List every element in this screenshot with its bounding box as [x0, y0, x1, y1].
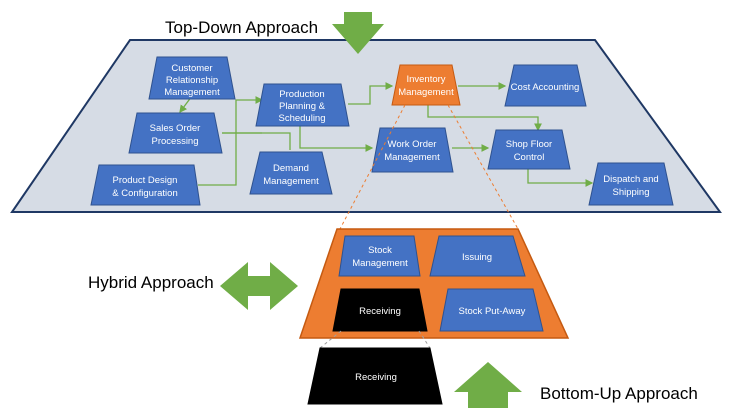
node-work-order-line-1: Work Order	[388, 139, 437, 150]
connector-product-planning	[198, 96, 264, 186]
node-production-planning-line-1: Production	[279, 89, 324, 100]
detail-node-stock-put-away-line-1: Stock Put-Away	[459, 306, 526, 317]
connector-planning-inventory	[348, 82, 394, 105]
node-product-design[interactable]: Product Design & Configuration	[90, 164, 201, 206]
detail-node-stock-put-away[interactable]: Stock Put-Away	[439, 288, 544, 332]
detail-node-stock-management-line-2: Management	[352, 258, 408, 269]
node-product-design-line-1: Product Design	[113, 175, 178, 186]
connector-inventory-shopfloor	[427, 104, 542, 132]
node-work-order[interactable]: Work Order Management	[371, 127, 454, 173]
node-work-order-line-2: Management	[384, 152, 440, 163]
connectors	[179, 82, 594, 187]
node-shop-floor[interactable]: Shop Floor Control	[487, 129, 571, 170]
zoom-lines	[339, 104, 519, 230]
hybrid-label: Hybrid Approach	[88, 273, 214, 292]
detail-node-stock-management[interactable]: Stock Management	[338, 235, 421, 277]
node-demand-line-2: Management	[263, 176, 319, 187]
node-dispatch[interactable]: Dispatch and Shipping	[588, 162, 674, 206]
node-inventory-line-2: Management	[398, 87, 454, 98]
detail-node-stock-management-line-1: Stock	[368, 245, 392, 256]
down-arrow-icon	[332, 12, 384, 54]
node-inventory-line-1: Inventory	[406, 74, 445, 85]
node-production-planning[interactable]: Production Planning & Scheduling	[255, 83, 350, 127]
double-arrow-icon	[220, 262, 298, 310]
node-demand-line-1: Demand	[273, 163, 309, 174]
node-cost-accounting-line-1: Cost Accounting	[511, 82, 580, 93]
bottom-node-receiving-label: Receiving	[355, 372, 397, 383]
top-down-label: Top-Down Approach	[165, 18, 318, 37]
detail-node-receiving-line-1: Receiving	[359, 306, 401, 317]
detail-node-issuing-line-1: Issuing	[462, 252, 492, 263]
connector-planning-workorder	[299, 124, 374, 152]
node-crm-line-3: Management	[164, 87, 220, 98]
bottom-up-label: Bottom-Up Approach	[540, 384, 698, 403]
node-sales-order[interactable]: Sales Order Processing	[128, 112, 223, 154]
detail-node-issuing[interactable]: Issuing	[429, 235, 526, 277]
node-crm[interactable]: Customer Relationship Management	[148, 56, 236, 100]
node-dispatch-line-2: Shipping	[613, 187, 650, 198]
bottom-node-receiving[interactable]: Receiving	[307, 347, 443, 405]
node-sales-order-line-2: Processing	[152, 136, 199, 147]
node-demand[interactable]: Demand Management	[249, 151, 333, 195]
node-inventory[interactable]: Inventory Management	[391, 64, 461, 106]
node-shop-floor-line-2: Control	[514, 152, 545, 163]
node-sales-order-line-1: Sales Order	[150, 123, 201, 134]
node-crm-line-1: Customer	[171, 63, 212, 74]
node-cost-accounting[interactable]: Cost Accounting	[504, 64, 587, 107]
detail-node-receiving[interactable]: Receiving	[332, 288, 428, 332]
node-dispatch-line-1: Dispatch and	[603, 174, 658, 185]
node-crm-line-2: Relationship	[166, 75, 218, 86]
node-production-planning-line-3: Scheduling	[278, 113, 325, 124]
up-arrow-icon	[454, 362, 522, 408]
node-shop-floor-line-1: Shop Floor	[506, 139, 552, 150]
zoom-lines-bottom	[319, 330, 431, 349]
node-production-planning-line-2: Planning &	[279, 101, 326, 112]
node-product-design-line-2: & Configuration	[112, 188, 177, 199]
connector-shopfloor-dispatch	[527, 167, 594, 187]
